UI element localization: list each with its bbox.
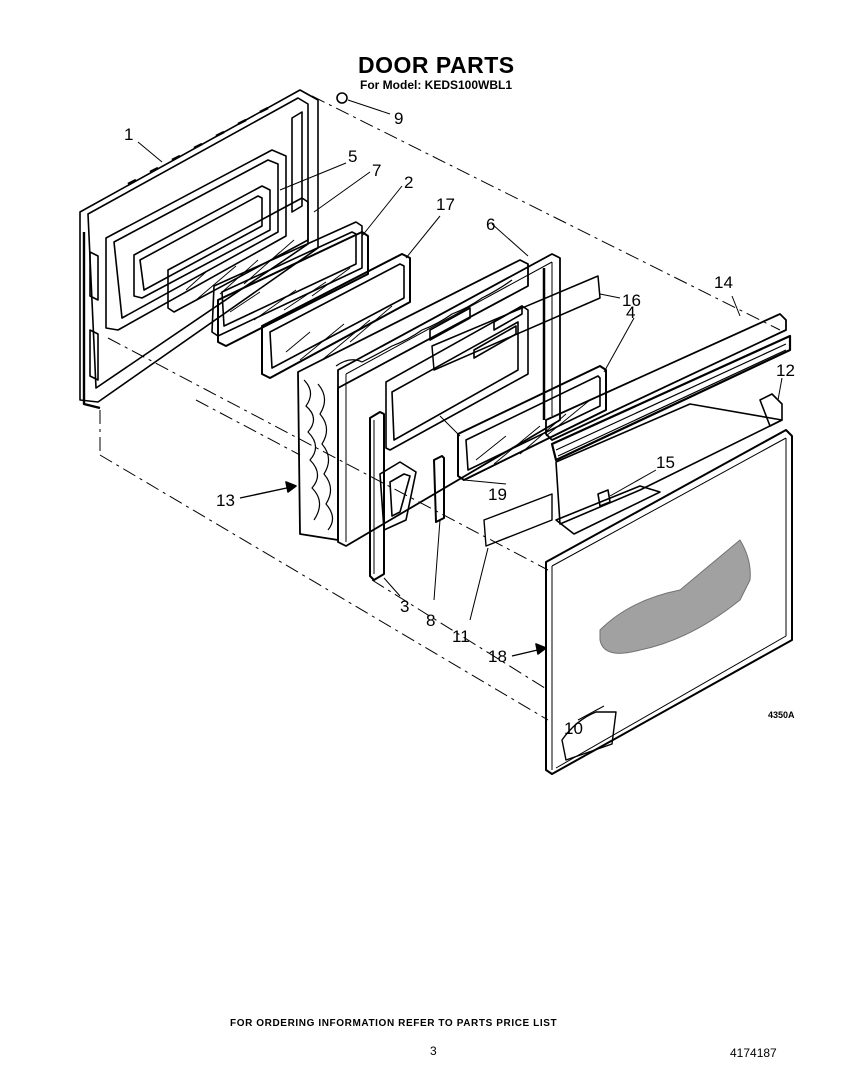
part-14-top-trim [545, 295, 792, 462]
callout-5: 5 [348, 147, 357, 166]
callout-9: 9 [394, 109, 403, 128]
part-2-glass-frame [217, 185, 403, 347]
callout-17: 17 [436, 195, 455, 214]
callout-2: 2 [404, 173, 413, 192]
callout-16: 16 [622, 291, 641, 310]
callout-14: 14 [714, 273, 733, 292]
callout-7: 7 [372, 161, 381, 180]
part-11-strip [469, 493, 553, 621]
part-12-bracket [759, 377, 783, 427]
part-13-insulation [239, 259, 529, 541]
part-9-screw [336, 92, 391, 115]
callout-1: 1 [124, 125, 133, 144]
callout-18: 18 [488, 647, 507, 666]
page-title: DOOR PARTS [358, 52, 515, 78]
figure-code: 4350A [768, 710, 795, 720]
document-number: 4174187 [730, 1046, 777, 1060]
ordering-note: FOR ORDERING INFORMATION REFER TO PARTS … [230, 1018, 558, 1029]
part-5-glass [167, 162, 347, 313]
page-number: 3 [430, 1044, 437, 1058]
model-subtitle: For Model: KEDS100WBL1 [360, 78, 513, 92]
part-18-outer-door [511, 429, 793, 775]
callout-8: 8 [426, 611, 435, 630]
part-3-side-bracket [369, 411, 401, 597]
part-8-hinge-channel [433, 455, 445, 601]
callout-13: 13 [216, 491, 235, 510]
part-7-glass [211, 171, 371, 337]
callout-6: 6 [486, 215, 495, 234]
part-6-door-panel [337, 223, 561, 547]
callout-15: 15 [656, 453, 675, 472]
callout-3: 3 [400, 597, 409, 616]
part-17-glass [261, 215, 441, 379]
part-16-strip [431, 275, 621, 371]
part-15-handle-assembly [555, 403, 783, 535]
callout-labels: 1 9 5 7 2 17 6 14 16 4 12 15 19 13 3 8 1… [124, 109, 795, 738]
callout-12: 12 [776, 361, 795, 380]
part-4-glass [457, 317, 635, 485]
callout-11: 11 [452, 627, 470, 646]
callout-4: 4 [626, 303, 635, 322]
callout-10: 10 [564, 719, 583, 738]
part-1-inner-door-frame [79, 89, 319, 410]
callout-19: 19 [488, 485, 507, 504]
